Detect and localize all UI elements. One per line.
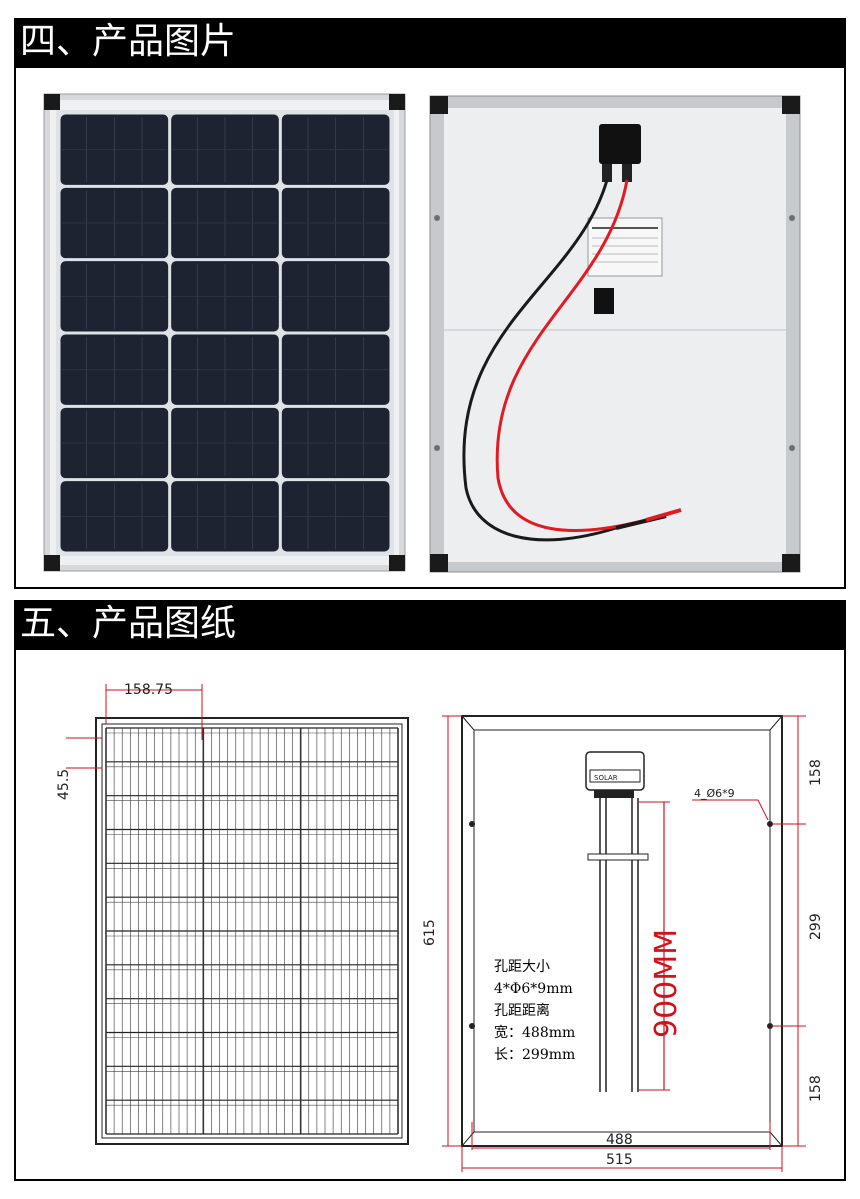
product-photos-frame: [14, 66, 846, 589]
dim-hole-bottom: 158: [808, 1075, 824, 1102]
junction-box-drawing: [585, 751, 645, 791]
panel-front-photo: [43, 93, 406, 572]
hole-notes: 孔距大小 4*Φ6*9mm 孔距距离 宽：488mm 长：299mm: [494, 956, 575, 1066]
technical-drawing: 158.75 45.5 SOLAR: [56, 682, 824, 1172]
note-line: 4*Φ6*9mm: [494, 981, 573, 997]
back-view-drawing: SOLAR 900MM 4_Ø6*9 615: [422, 715, 824, 1172]
dim-cell-spacing: 158.75: [124, 682, 173, 698]
junction-box: [599, 124, 641, 164]
front-view-drawing: 158.75 45.5: [56, 682, 409, 1145]
dim-inner-width: 488: [606, 1132, 633, 1148]
note-line: 宽：488mm: [494, 1025, 576, 1041]
dim-edge-offset: 45.5: [56, 769, 72, 800]
dim-cable-length: 900MM: [649, 929, 684, 1038]
hole-spec-label: 4_Ø6*9: [694, 787, 735, 800]
note-line: 孔距大小: [494, 959, 550, 975]
product-photos: [43, 93, 801, 573]
dim-outer-width: 515: [606, 1152, 633, 1168]
dim-height: 615: [422, 919, 438, 946]
section-title-product-photos: 四、产品图片: [14, 18, 846, 66]
dim-hole-mid: 299: [808, 913, 824, 940]
note-line: 孔距距离: [494, 1003, 550, 1019]
jbox-label: SOLAR: [594, 774, 618, 782]
section-title-product-drawings: 五、产品图纸: [14, 600, 846, 648]
note-line: 长：299mm: [494, 1047, 576, 1063]
product-drawing-frame: 158.75 45.5 SOLAR: [14, 648, 846, 1181]
dim-hole-top: 158: [808, 759, 824, 786]
panel-back-photo: [429, 95, 801, 573]
